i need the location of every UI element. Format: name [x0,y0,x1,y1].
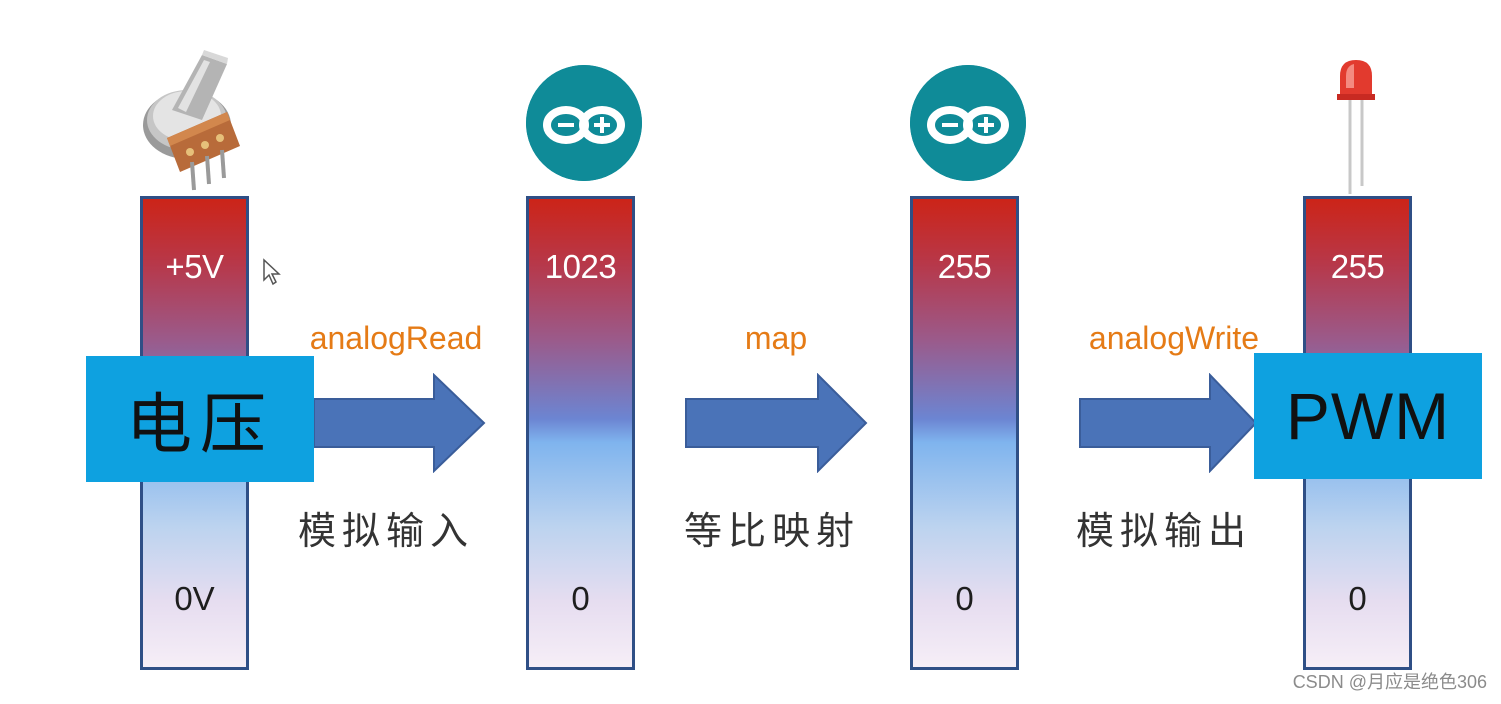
bar-max-label: 255 [937,248,992,285]
map-label: map [744,320,808,356]
voltage-box: 电压 [86,356,314,482]
right-arrow-icon [685,373,868,473]
pwm-box: PWM [1254,353,1482,479]
analog-output-label: 模拟输出 [1075,509,1252,553]
pwm-label: PWM [1285,379,1451,453]
potentiometer-icon [143,50,240,191]
bar-min-label: 0 [571,580,590,617]
led-icon [1337,60,1375,194]
bar-min-label: 0 [1348,580,1367,617]
bar-max-label: 1023 [544,248,617,285]
right-arrow-icon [313,373,486,473]
mapped-range-bar: 255 0 [910,196,1019,670]
bar-max-label: +5V [165,248,224,285]
voltage-label: 电压 [126,386,274,463]
analog-input-label: 模拟输入 [297,509,474,553]
analogwrite-label: analogWrite [1088,320,1260,356]
mouse-cursor-icon [263,258,281,286]
right-arrow-icon [1079,373,1258,473]
analogread-label: analogRead [309,320,483,356]
arduino-logo-icon [910,65,1026,181]
bar-max-label: 255 [1330,248,1385,285]
bar-min-label: 0V [174,580,215,617]
proportional-mapping-label: 等比映射 [683,509,860,553]
watermark: CSDN @月应是绝色306 [1292,672,1487,692]
arduino-logo-icon [526,65,642,181]
analog-read-range-bar: 1023 0 [526,196,635,670]
bar-min-label: 0 [955,580,974,617]
